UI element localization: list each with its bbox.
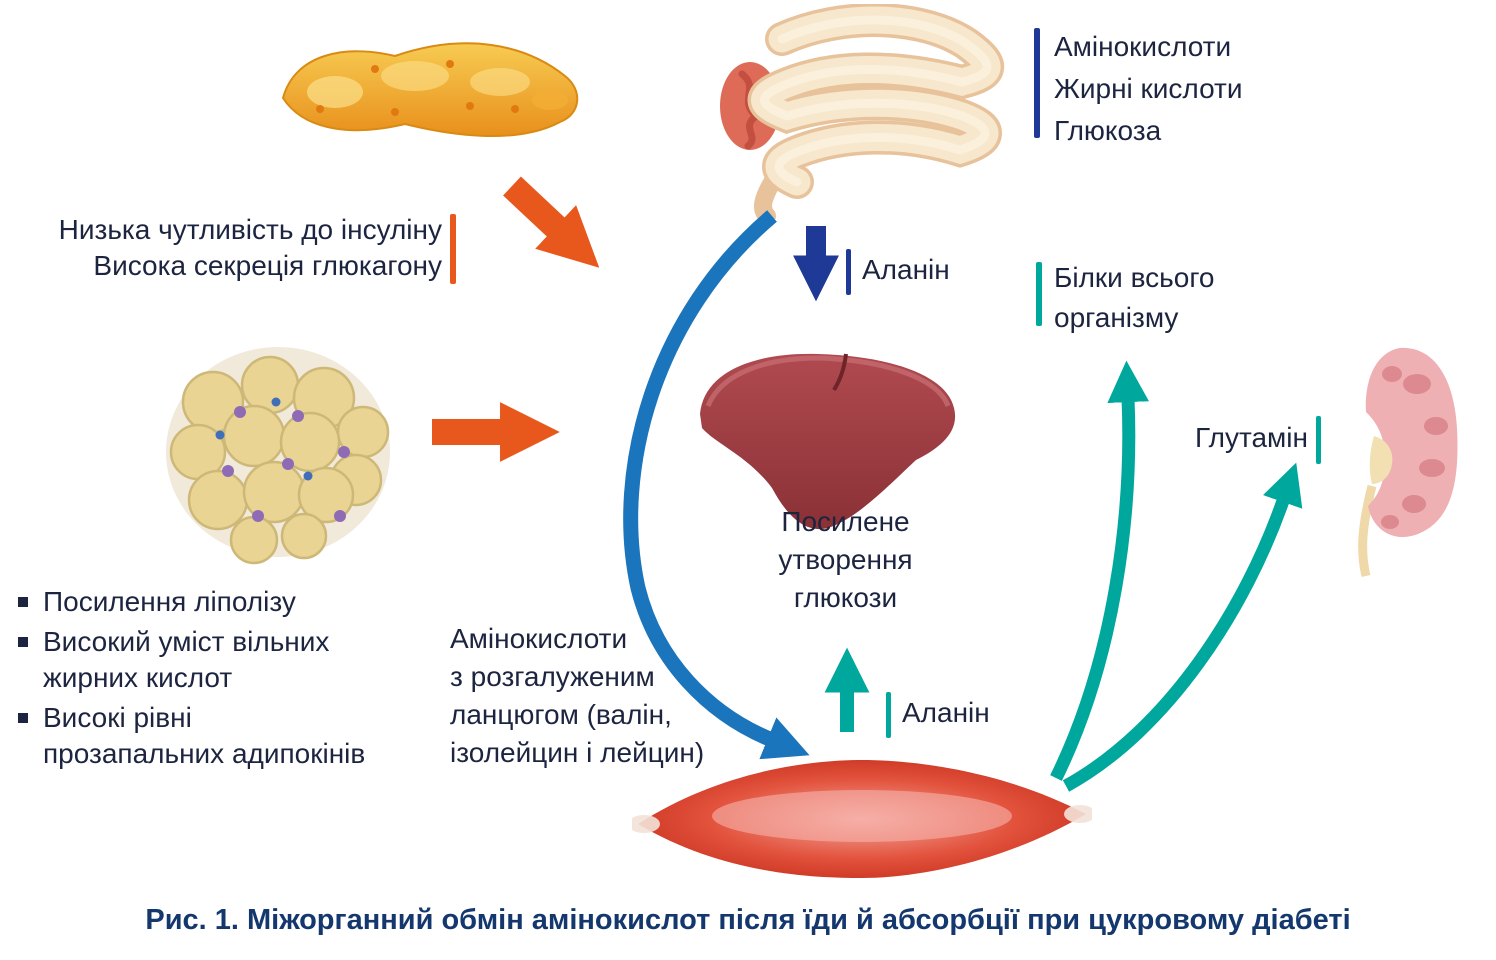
alanine-top-label: Аланін (862, 254, 950, 285)
bullet-square-icon (18, 597, 28, 607)
bcaa-note-line1: Амінокислоти (450, 623, 628, 654)
alanine-bottom-label: Аланін (902, 697, 990, 728)
muscle-body (632, 760, 1092, 878)
kidney-body (1358, 347, 1458, 578)
orange-arrow-pancreas (503, 176, 600, 268)
teal-arrow-muscle-to-kidney (1062, 462, 1303, 792)
adipose-effect-3: Високі рівні прозапальних адипокінів (43, 702, 366, 769)
teal-arrow-muscle-to-body-proteins (1050, 360, 1149, 781)
liver-process-line3: глюкози (793, 582, 898, 613)
pancreas-illustration (281, 42, 579, 137)
intestine-output-line1: Амінокислоти (1054, 31, 1232, 62)
bcaa-note-line3: ланцюгом (валін, (450, 699, 672, 730)
bullet-square-icon (18, 713, 28, 723)
teal-accent-bar-glutamine (1316, 416, 1321, 464)
navy-accent-bar-alanine (846, 249, 851, 295)
liver-process-line1: Посилене (781, 506, 910, 537)
intestine-output-line3: Глюкоза (1054, 115, 1162, 146)
liver-process-label: Посилене утворення глюкози (718, 503, 973, 617)
list-item: Високий уміст вільних жирних кислот (18, 624, 378, 696)
orange-accent-bar (450, 214, 456, 284)
adipose-effect-2: Високий уміст вільних жирних кислот (43, 626, 330, 693)
liver-process-line2: утворення (778, 544, 913, 575)
bcaa-note: Амінокислоти з розгалуженим ланцюгом (ва… (450, 620, 704, 772)
teal-accent-bar-proteins (1036, 262, 1042, 326)
pancreas-body (281, 42, 579, 137)
list-item: Посилення ліполізу (18, 584, 378, 620)
adipose-effects-list: Посилення ліполізу Високий уміст вільних… (18, 584, 378, 776)
bcaa-note-line4: ізолейцин і лейцин) (450, 737, 705, 768)
body-proteins-line2: організму (1054, 302, 1179, 333)
intestine-outputs: Амінокислоти Жирні кислоти Глюкоза (1054, 26, 1243, 152)
adipose-effect-1: Посилення ліполізу (43, 586, 296, 617)
intestine-illustration (720, 4, 1004, 219)
adipose-tissue-illustration (166, 347, 390, 565)
pancreas-note: Низька чутливість до інсуліну Висока сек… (20, 212, 442, 284)
figure-caption: Рис. 1. Міжорганний обмін амінокислот пі… (145, 904, 1351, 936)
body-proteins-label: Білки всього організму (1054, 258, 1215, 338)
glutamine-label: Глутамін (1195, 422, 1308, 453)
bcaa-note-line2: з розгалуженим (450, 661, 655, 692)
list-item: Високі рівні прозапальних адипокінів (18, 700, 378, 772)
body-proteins-line1: Білки всього (1054, 262, 1215, 293)
pancreas-note-line2: Висока секреція глюкагону (93, 250, 442, 281)
adipose-cells (166, 347, 390, 565)
navy-accent-bar-intestine (1034, 28, 1040, 138)
muscle-illustration (632, 760, 1092, 878)
pancreas-note-line1: Низька чутливість до інсуліну (58, 214, 442, 245)
intestine-output-line2: Жирні кислоти (1054, 73, 1243, 104)
teal-accent-bar-alanine (886, 692, 891, 738)
intestine-coils (720, 4, 1004, 219)
bullet-square-icon (18, 637, 28, 647)
kidney-illustration (1358, 347, 1458, 578)
